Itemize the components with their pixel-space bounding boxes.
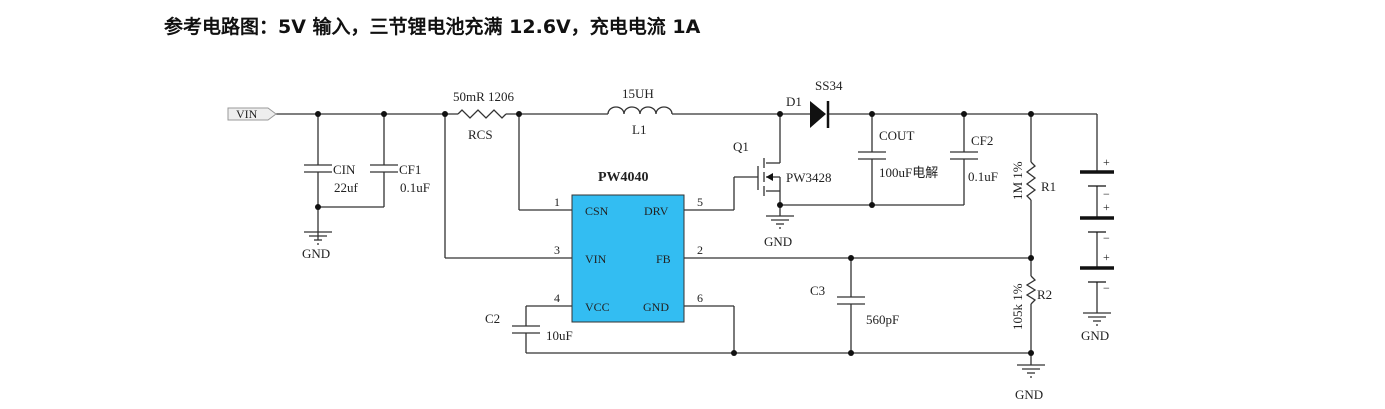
diode-d1 (810, 101, 830, 128)
ground-icon (766, 215, 794, 229)
diagram-title: 参考电路图：5V 输入，三节锂电池充满 12.6V，充电电流 1A (164, 16, 701, 38)
rcs-ref: RCS (468, 127, 493, 142)
chip-pin-vin-label: VIN (585, 252, 607, 266)
cin-ref: CIN (333, 162, 356, 177)
chip-pin-4-number: 4 (554, 291, 560, 305)
chip-pin-1-number: 1 (554, 195, 560, 209)
chip-pin-drv-label: DRV (644, 204, 669, 218)
q1-ref: Q1 (733, 139, 749, 154)
gnd-label-mosfet: GND (764, 234, 792, 249)
gnd-label-divider: GND (1015, 387, 1043, 402)
r2-ref: R2 (1037, 287, 1052, 302)
ground-icon (304, 231, 332, 245)
chip-pin-5-number: 5 (697, 195, 703, 209)
c3-ref: C3 (810, 283, 825, 298)
d1-value: SS34 (815, 78, 843, 93)
cf2-value: 0.1uF (968, 169, 998, 184)
cin-value: 22uf (334, 180, 359, 195)
cf2-ref: CF2 (971, 133, 993, 148)
resistor-r2 (1025, 275, 1037, 305)
ground-icon (1083, 312, 1111, 326)
gnd-label-input: GND (302, 246, 330, 261)
l1-ref: L1 (632, 122, 646, 137)
vin-port: VIN (227, 107, 277, 121)
cout-ref: COUT (879, 128, 914, 143)
gnd-label-battery: GND (1081, 328, 1109, 343)
cell-3-plus: + (1103, 250, 1110, 264)
l1-value: 15UH (622, 86, 654, 101)
r2-value: 105k 1% (1010, 283, 1025, 330)
cout-value: 100uF电解 (879, 165, 938, 180)
battery-polarity-labels: + − + − + − (1103, 155, 1110, 295)
mosfet-q1 (757, 158, 773, 196)
ground-symbols (304, 215, 1111, 378)
d1-ref: D1 (786, 94, 802, 109)
capacitor-cf2 (950, 151, 978, 160)
battery-pack (1080, 170, 1114, 283)
cf1-ref: CF1 (399, 162, 421, 177)
chip-pin-csn-label: CSN (585, 204, 609, 218)
chip-name: PW4040 (598, 170, 649, 185)
c2-ref: C2 (485, 311, 500, 326)
capacitor-c3 (837, 296, 865, 305)
capacitor-cout (858, 151, 886, 160)
chip-pin-3-number: 3 (554, 243, 560, 257)
capacitor-cf1 (370, 164, 398, 173)
r1-ref: R1 (1041, 179, 1056, 194)
vin-port-label: VIN (236, 107, 258, 121)
capacitor-c2 (512, 325, 540, 334)
cell-1-minus: − (1103, 187, 1110, 201)
capacitor-cin (304, 164, 332, 173)
chip-pin-2-number: 2 (697, 243, 703, 257)
q1-value: PW3428 (786, 170, 832, 185)
cell-3-minus: − (1103, 281, 1110, 295)
cell-1-plus: + (1103, 155, 1110, 169)
chip-pin-6-number: 6 (697, 291, 703, 305)
rcs-value: 50mR 1206 (453, 89, 515, 104)
chip-pw4040 (571, 194, 685, 323)
r1-value: 1M 1% (1010, 161, 1025, 200)
chip-pin-vcc-label: VCC (585, 300, 610, 314)
cell-2-minus: − (1103, 231, 1110, 245)
cell-2-plus: + (1103, 200, 1110, 214)
c2-value: 10uF (546, 328, 573, 343)
c3-value: 560pF (866, 312, 899, 327)
junctions (315, 111, 1034, 356)
chip-pin-gnd-label: GND (643, 300, 669, 314)
inductor-l1 (607, 106, 673, 115)
ground-icon (1017, 364, 1045, 378)
resistor-r1 (1025, 161, 1037, 201)
resistor-rcs (457, 109, 507, 119)
cf1-value: 0.1uF (400, 180, 430, 195)
chip-pin-fb-label: FB (656, 252, 671, 266)
